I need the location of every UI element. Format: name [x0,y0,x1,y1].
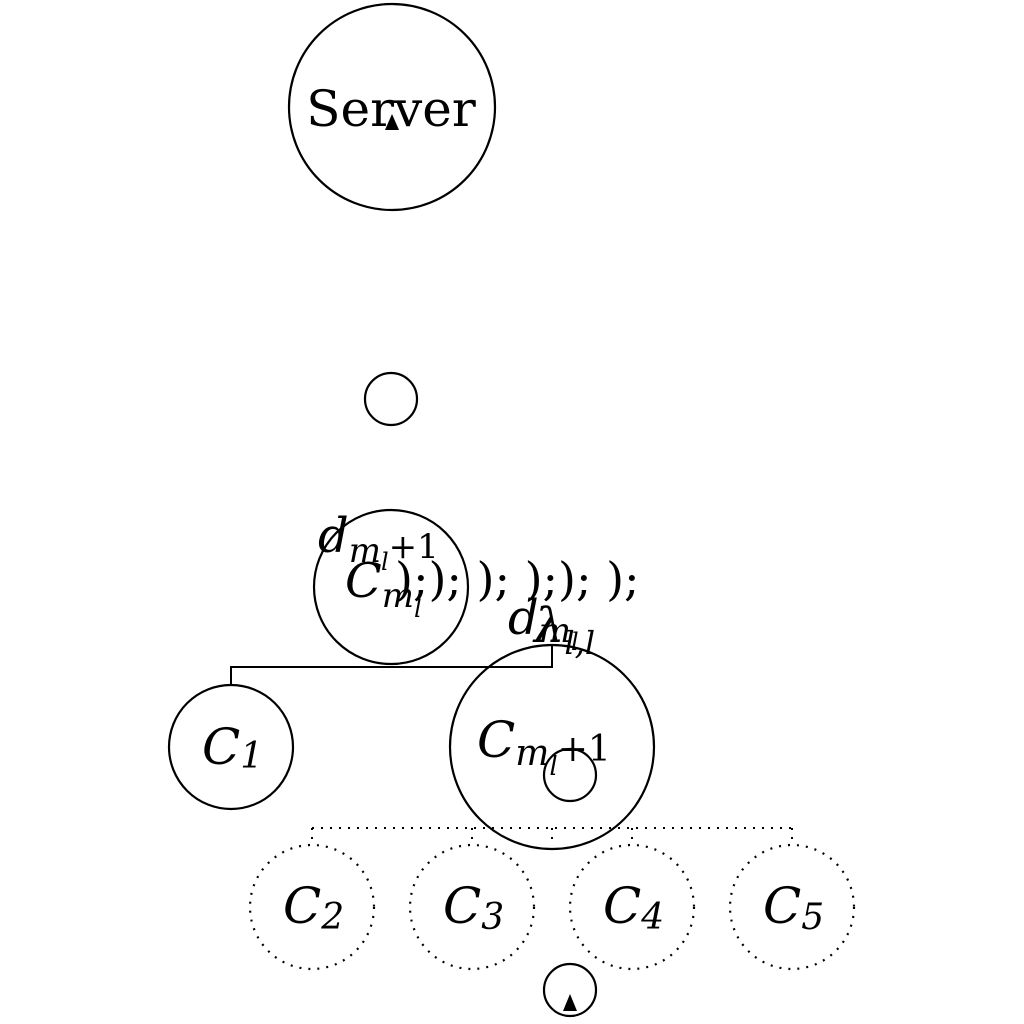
edge-label-garbage: );); ); );); ); [395,552,640,606]
child-cml1-inner-circle [542,747,598,803]
grandchild-node-c2: C2 [248,843,376,971]
grandchild-c4-circle [568,843,696,971]
child-cml1-label: Cml+1 [477,711,611,782]
child-node-c1: C1 [167,683,295,811]
cluster-head-label: Cml [345,553,422,623]
server-arrow-icon [385,114,399,130]
grandchild-c3-label: C3 [443,877,504,938]
edge-label-lambda: λl,l [532,598,595,662]
grandchild-c4-label: C4 [603,877,664,938]
bottom-node-circle [542,962,598,1018]
edge-label-d-left: dml+1 [318,508,439,576]
server-node: Server [287,2,497,212]
child-c1-label: C1 [202,718,263,777]
child-c1-circle [167,683,295,811]
grandchild-c5-circle [728,843,856,971]
grandchild-connector [311,827,793,846]
server-circle [287,2,497,212]
grandchild-node-c3: C3 [408,843,536,971]
grandchild-c3-circle [408,843,536,971]
child-node-cml1: Cml+1 [448,643,656,851]
grandchild-c2-circle [248,843,376,971]
grandchild-node-c4: C4 [568,843,696,971]
relay-node [363,371,419,427]
child-cml1-circle [448,643,656,851]
grandchild-c2-label: C2 [283,877,344,938]
child-connector [230,645,553,685]
grandchild-node-c5: C5 [728,843,856,971]
grandchild-c5-label: C5 [763,877,824,938]
cluster-head-node: Cml [312,508,470,666]
bottom-node [542,962,598,1018]
bottom-arrow-icon [563,994,577,1011]
cluster-head-circle [312,508,470,666]
